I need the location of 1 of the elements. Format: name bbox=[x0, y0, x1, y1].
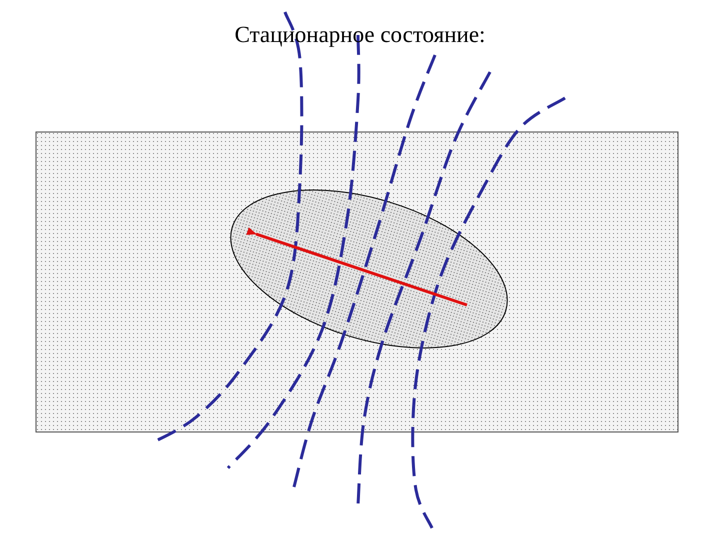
title: Стационарное состояние: bbox=[234, 22, 486, 47]
